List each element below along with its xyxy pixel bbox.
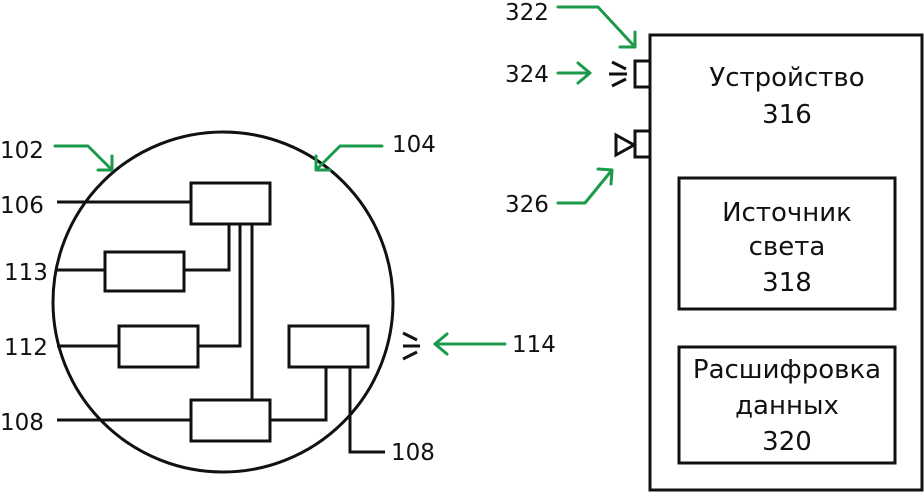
sensor-triangle-326 xyxy=(614,132,638,158)
emission-lines-114 xyxy=(402,331,420,361)
light-source-box xyxy=(677,176,897,311)
light-source-line2: света xyxy=(749,232,826,262)
label-106: 106 xyxy=(0,193,44,219)
device-316-box xyxy=(648,33,924,492)
arrow-102 xyxy=(53,144,114,172)
component-box-113 xyxy=(103,250,186,293)
wire-113-106 xyxy=(184,224,231,272)
device-circle xyxy=(51,130,395,474)
arrow-114 xyxy=(433,332,507,356)
arrow-322 xyxy=(556,5,637,49)
light-source-number: 318 xyxy=(762,268,812,298)
component-box-108 xyxy=(189,398,272,443)
arrow-326 xyxy=(556,167,614,205)
port-324 xyxy=(633,59,652,89)
decoder-line1: Расшифровка xyxy=(693,355,881,385)
port-326 xyxy=(633,129,652,159)
label-104: 104 xyxy=(392,132,436,158)
label-102: 102 xyxy=(0,138,44,164)
arrow-324 xyxy=(556,61,592,85)
device-title: Устройство xyxy=(709,63,864,93)
leader-line-108-bottom xyxy=(348,367,385,454)
decoder-line2: данных xyxy=(735,391,839,421)
component-box-114 xyxy=(287,324,370,369)
label-114: 114 xyxy=(512,332,556,358)
label-113: 113 xyxy=(4,260,48,286)
device-number: 316 xyxy=(762,100,812,130)
label-108-left: 108 xyxy=(0,410,44,436)
label-112: 112 xyxy=(4,335,48,361)
label-326: 326 xyxy=(505,192,549,218)
component-box-112 xyxy=(117,324,200,369)
label-108-bottom: 108 xyxy=(391,440,435,466)
label-324: 324 xyxy=(505,62,549,88)
label-322: 322 xyxy=(505,0,549,26)
decoder-number: 320 xyxy=(762,427,812,457)
decoder-box xyxy=(677,345,897,465)
component-box-106 xyxy=(189,181,272,226)
wire-112-106 xyxy=(198,224,242,348)
wire-108-114 xyxy=(270,367,328,422)
arrow-104 xyxy=(314,144,384,172)
light-source-line1: Источник xyxy=(722,198,852,228)
emission-lines-324 xyxy=(609,60,627,88)
